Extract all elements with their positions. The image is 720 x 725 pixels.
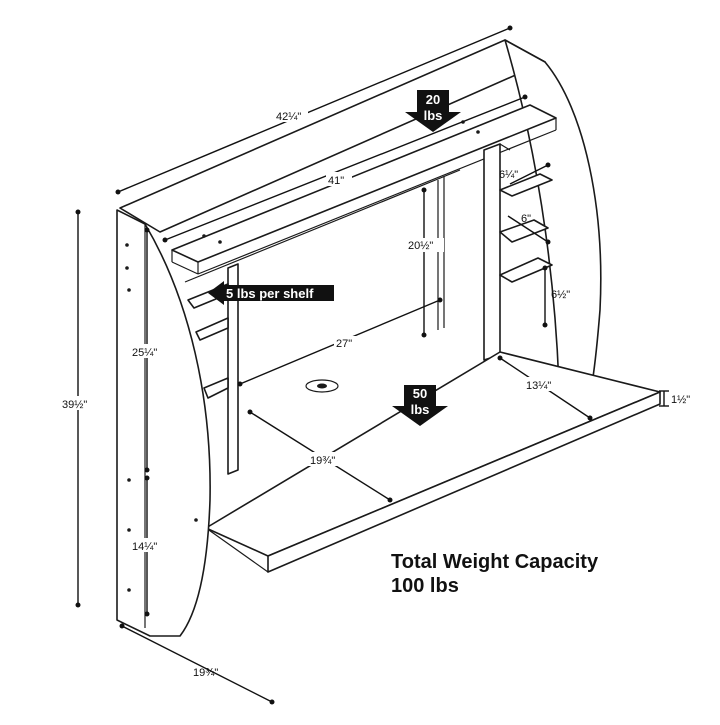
capacity-value: 100 lbs — [391, 575, 459, 597]
down-arrow-icon — [392, 385, 448, 426]
capacity-title: Total Weight Capacity — [391, 551, 599, 573]
shelf-spacing-bottom-label: 6½" — [551, 289, 570, 301]
cable-grommet-hole — [317, 383, 327, 389]
left-arrow-icon — [208, 281, 334, 305]
desk-surface — [205, 351, 661, 557]
desk-thickness-label: 1½" — [671, 394, 690, 406]
desk-front-edge — [267, 391, 661, 573]
desk-left-edge — [205, 527, 269, 573]
shelf-spacing-mid-label: 6" — [521, 213, 531, 225]
desk-drawing — [116, 39, 661, 637]
load-top-shelf: 20 lbs — [405, 90, 461, 132]
shelf-width-label: 41" — [328, 175, 344, 187]
right-shelf-2 — [499, 219, 549, 243]
top-shelf-load-unit: lbs — [424, 108, 443, 123]
load-per-shelf: 5 lbs per shelf — [208, 281, 334, 305]
load-desk: 50 lbs — [392, 385, 448, 426]
right-depth-label: 13¼" — [526, 380, 551, 392]
overall-width-label: 42¼" — [276, 111, 301, 123]
side-upper-height-label: 25¼" — [132, 347, 157, 359]
top-shelf-front — [171, 261, 199, 275]
dimension-labels: 42¼" 41" 27" 20½" 6¼" 6" 6½" 13¼" 1½" 19… — [60, 108, 690, 679]
per-shelf-load-label: 5 lbs per shelf — [226, 286, 314, 301]
divider-top — [499, 143, 511, 151]
right-shelf-1 — [499, 173, 553, 197]
side-lower-height-label: 14¼" — [132, 541, 157, 553]
overall-width-line — [117, 27, 511, 193]
desk-load-value: 50 — [413, 386, 427, 401]
shelf-width-line — [164, 96, 526, 241]
side-depth-label: 19¾" — [193, 667, 218, 679]
inner-back-line — [184, 169, 461, 283]
shelf-spacing-mid-line — [507, 215, 549, 243]
opening-width-label: 27" — [336, 338, 352, 350]
left-shelf-2 — [195, 317, 229, 341]
desk-depth-label: 19¾" — [310, 455, 335, 467]
total-capacity-caption: Total Weight Capacity 100 lbs — [391, 550, 598, 598]
shelf-spacing-top-line — [509, 164, 549, 185]
left-divider — [227, 263, 239, 475]
side-depth-line — [121, 625, 273, 703]
opening-height-label: 20½" — [408, 240, 433, 252]
left-shelf-3 — [203, 377, 229, 399]
right-shelf-3 — [499, 257, 553, 283]
desk-load-unit: lbs — [411, 402, 430, 417]
top-shelf-load-value: 20 — [426, 92, 440, 107]
down-arrow-icon — [405, 90, 461, 132]
total-height-label: 39½" — [62, 399, 87, 411]
left-side-panel — [116, 209, 211, 637]
right-divider — [483, 143, 501, 361]
shelf-spacing-top-label: 6¼" — [499, 169, 518, 181]
